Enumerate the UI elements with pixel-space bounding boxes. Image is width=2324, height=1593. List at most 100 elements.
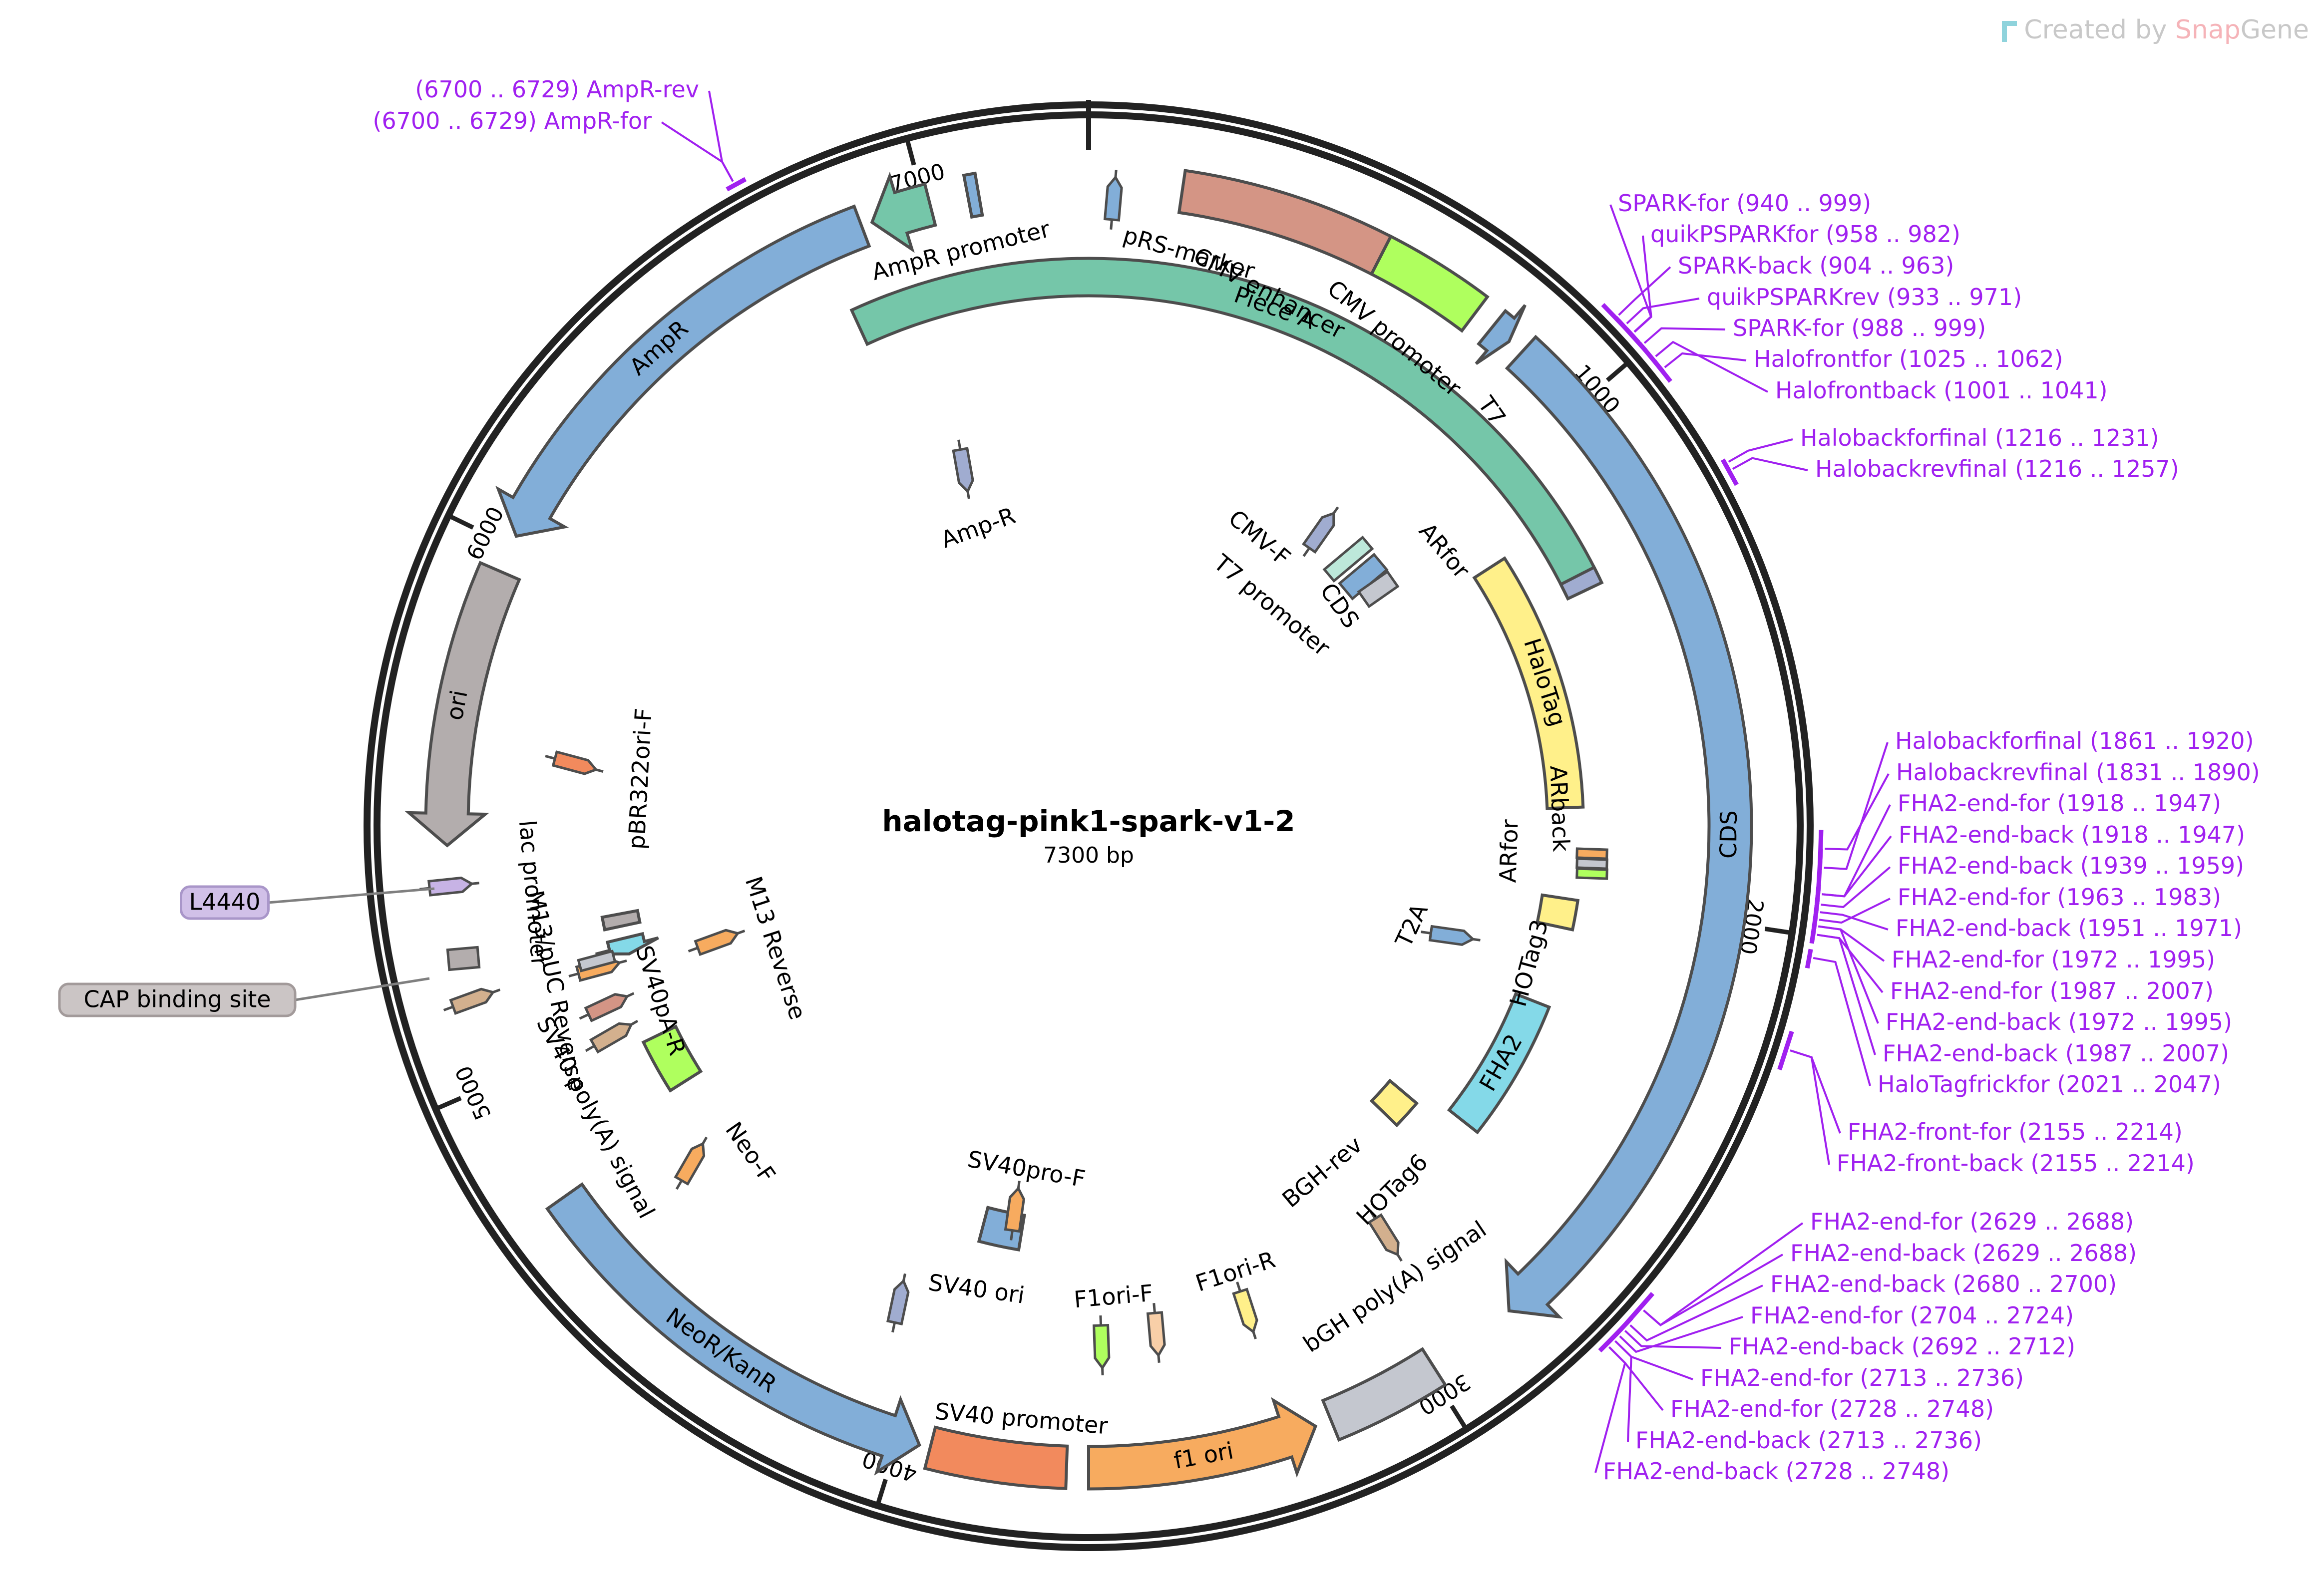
primer-site-sv40pa-r-2[interactable] [577,987,637,1025]
feature-ampr[interactable] [495,204,871,538]
feature-mark-arback-orange[interactable] [1575,847,1608,860]
primer-annotation[interactable]: (6700 .. 6729) AmpR-rev [415,76,747,192]
primer-site-amp-r[interactable] [952,438,976,500]
boxed-label-l4440[interactable]: L4440 [180,885,435,920]
primer-site-f1ori-f[interactable] [1093,1315,1111,1376]
boxed-label-cap-binding-site[interactable]: CAP binding site [58,977,430,1017]
primer-annotation[interactable]: FHA2-end-for (1963 .. 1983) [1812,884,2222,929]
primer-site-t2a[interactable] [1420,925,1482,947]
primer-annotation[interactable]: (6700 .. 6729) AmpR-for [373,107,747,192]
feature-mark-sv40pa-grey[interactable] [577,950,617,972]
feature-lac-promoter[interactable] [595,932,659,956]
feature-sv40-poly-a-signal[interactable] [641,1024,703,1093]
primer-label: FHA2-end-for (1987 .. 2007) [1890,977,2214,1004]
primer-name: quikPSPARKfor [1650,221,1826,248]
primer-label: FHA2-end-back (1951 .. 1971) [1896,915,2242,942]
feature-cap-binding-site[interactable] [600,909,642,932]
feature-bgh-poly-a-signal[interactable] [1321,1347,1448,1442]
feature-text-label: ARfor [1414,518,1475,584]
primer-leader-line [1817,934,1876,1055]
feature-text-label: lac promoter [514,819,553,968]
primer-annotation[interactable]: FHA2-end-back (1972 .. 1995) [1810,918,2232,1035]
feature-arfor[interactable] [1558,565,1604,601]
primer-site-bgh-rev[interactable] [1364,1207,1407,1265]
primer-leader-line [1618,266,1671,316]
feature-mark-lac-grey[interactable] [446,946,481,971]
feature-text-label: Neo-F [720,1117,781,1187]
primer-site-prs-marker-arrow[interactable] [1103,169,1123,230]
primer-annotation[interactable]: FHA2-front-for (2155 .. 2214) [1777,1030,2183,1145]
feature-mark-cds-small[interactable] [1322,535,1374,583]
primer-site-m13-reverse[interactable] [686,924,747,957]
primer-annotation[interactable]: FHA2-end-back (2692 .. 2712) [1614,1321,2075,1360]
primer-label: FHA2-end-back (2629 .. 2688) [1790,1240,2137,1267]
primer-site-f1ori-r[interactable] [1230,1280,1262,1341]
primer-label: HaloTagfrickfor (2021 .. 2047) [1878,1071,2221,1098]
primer-label: FHA2-end-for (2629 .. 2688) [1810,1208,2134,1235]
primer-range: (2713 .. 2736) [1860,1364,2024,1391]
primer-annotation[interactable]: HaloTagfrickfor (2021 .. 2047) [1805,949,2221,1098]
primer-annotation[interactable]: FHA2-front-back (2155 .. 2214) [1777,1030,2195,1177]
primer-site-neo-f[interactable] [671,1134,713,1193]
primer-annotation[interactable]: FHA2-end-back (2728 .. 2748) [1594,1338,1949,1485]
primer-annotation[interactable]: FHA2-end-back (2713 .. 2736) [1603,1331,1982,1454]
tick-label: 5000 [450,1062,496,1123]
primer-annotation[interactable]: quikPSPARKrev (933 .. 971) [1614,284,2022,339]
primer-site-sv40pa-r-3[interactable] [582,1015,641,1057]
feature-t7[interactable] [1475,304,1527,365]
feature-prs-marker[interactable] [962,171,984,219]
primer-label: SPARK-back (904 .. 963) [1678,252,1954,279]
primer-annotation[interactable]: FHA2-end-for (2629 .. 2688) [1624,1208,2134,1326]
feature-text-label: SV40pro-F [966,1145,1088,1193]
primer-annotation[interactable]: FHA2-end-for (1987 .. 2007) [1809,928,2214,1004]
feature-halotag[interactable] [1472,556,1585,810]
primer-site-sv40-ori-primer[interactable] [886,1272,912,1333]
primer-annotation[interactable]: FHA2-end-for (2713 .. 2736) [1603,1331,2024,1391]
primer-annotation[interactable]: FHA2-end-for (1972 .. 1995) [1810,918,2215,973]
primer-site-m13-puc-reverse[interactable] [441,983,502,1016]
primer-site-sv40pro-f[interactable] [1004,1180,1026,1242]
primer-annotation[interactable]: Halobackrevfinal (1831 .. 1890) [1817,759,2260,871]
primer-annotation[interactable]: FHA2-end-back (2680 .. 2700) [1619,1271,2117,1342]
feature-hotag6[interactable] [1369,1078,1419,1128]
primer-range: (1963 .. 1983) [2057,884,2222,911]
primer-annotation[interactable]: FHA2-end-back (1918 .. 1947) [1814,821,2245,907]
primer-annotation[interactable]: FHA2-end-back (1939 .. 1959) [1814,852,2245,914]
primer-annotation[interactable]: Halofrontfor (1025 .. 1062) [1652,345,2063,383]
primer-range: (933 .. 971) [1887,284,2022,311]
primer-annotation[interactable]: FHA2-end-back (1951 .. 1971) [1813,905,2242,942]
primer-annotation[interactable]: Halofrontback (1001 .. 1041) [1642,340,2108,404]
primer-annotation[interactable]: Halobackforfinal (1861 .. 1920) [1816,727,2254,889]
feature-hotag3[interactable] [1536,893,1580,932]
primer-label: Halobackforfinal (1861 .. 1920) [1895,727,2254,754]
feature-neor-kanr[interactable] [545,1182,921,1476]
feature-sv40-promoter[interactable] [923,1425,1069,1490]
primer-range: (1918 .. 1947) [2057,790,2222,817]
primer-site-l4440[interactable] [419,876,480,897]
primer-site-pbr322ori-f[interactable] [543,749,605,778]
feature-mark-arback-grey[interactable] [1575,857,1608,870]
primer-leader-line [1822,835,1892,898]
primer-group-right-2: Halobackforfinal (1216 .. 1231)Halobackr… [1721,424,2179,486]
primer-site-cmv-f[interactable] [1298,503,1344,560]
primer-leader-line [1629,1284,1763,1342]
primer-site-mark [1813,905,1819,922]
primer-annotation[interactable]: Halobackforfinal (1216 .. 1231) [1721,424,2159,472]
feature-ori[interactable] [404,561,521,848]
feature-mark-arback-green[interactable] [1575,867,1608,880]
feature-cds[interactable] [1504,334,1753,1319]
feature-text-label: ARfor [1494,819,1523,884]
primer-site-f1ori-f-2[interactable] [1146,1302,1166,1363]
primer-annotation[interactable]: Halobackrevfinal (1216 .. 1257) [1721,455,2179,486]
feature-ampr-promoter[interactable] [870,171,937,253]
primer-annotation[interactable]: FHA2-end-back (1987 .. 2007) [1809,928,2229,1067]
feature-mark-halotag-cap[interactable] [1357,570,1400,609]
feature-f1-ori[interactable] [1087,1397,1318,1491]
tick-2000 [1764,927,1790,935]
primer-annotation[interactable]: SPARK-for (988 .. 999) [1637,315,1986,352]
primer-site-mark [1809,928,1817,944]
feature-cmv-promoter[interactable] [1369,234,1490,333]
primer-annotation[interactable]: FHA2-end-back (2629 .. 2688) [1624,1240,2137,1326]
feature-fha2[interactable] [1447,992,1551,1135]
